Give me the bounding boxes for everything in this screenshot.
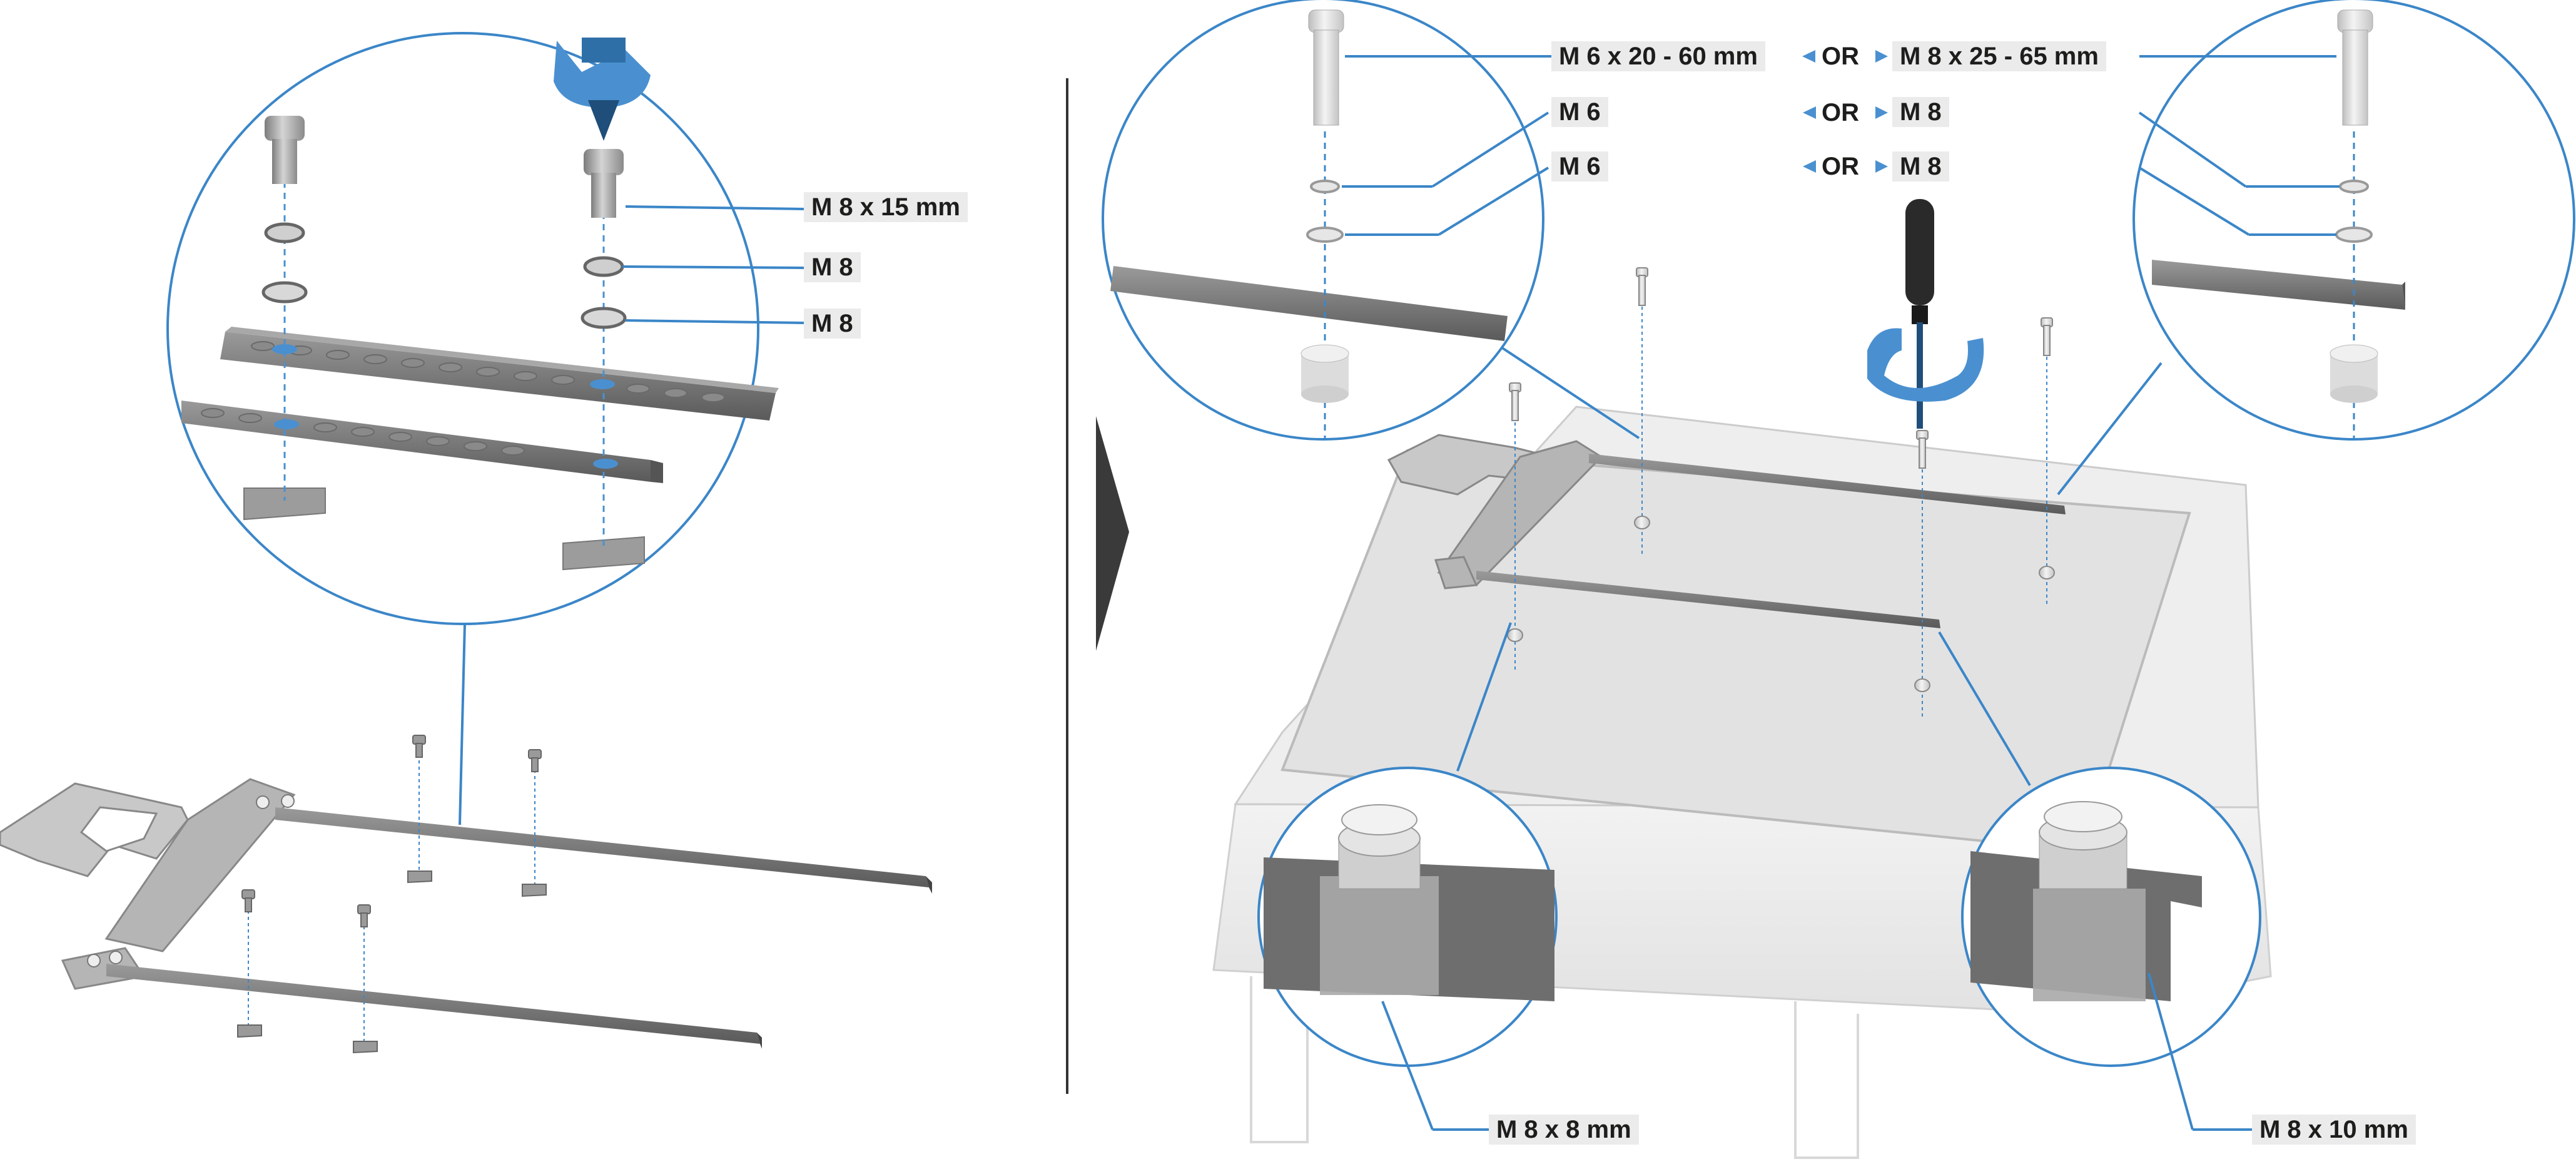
label-left-bolt: M 8 x 15 mm bbox=[804, 192, 968, 222]
washer-right-2 bbox=[581, 307, 627, 329]
screwdriver-icon bbox=[1867, 199, 1984, 429]
bottom-right-detail bbox=[1970, 801, 2202, 1001]
right-panel bbox=[1102, 0, 2575, 1159]
label-right-bolt-a: M 6 x 20 - 60 mm bbox=[1551, 41, 1765, 71]
label-right-washer-b1: M 8 bbox=[1892, 97, 1949, 127]
left-panel bbox=[0, 32, 932, 1054]
rail-detail-lower bbox=[181, 401, 663, 483]
next-step-arrow-icon bbox=[1096, 416, 1129, 651]
bolt-right bbox=[584, 149, 624, 218]
callout-circle-top-right bbox=[2132, 0, 2575, 441]
label-right-washer-b2: M 8 bbox=[1892, 151, 1949, 181]
callout-circle-top bbox=[166, 32, 759, 625]
square-nut-left bbox=[243, 488, 326, 521]
callout-leader bbox=[459, 623, 466, 825]
frame-overview bbox=[0, 778, 932, 1049]
blue-holes bbox=[272, 344, 618, 469]
label-left-washer-2: M 8 bbox=[804, 309, 861, 339]
leader-lines-left bbox=[622, 205, 804, 324]
label-right-washer-a2: M 6 bbox=[1551, 151, 1608, 181]
or-arrows bbox=[1802, 50, 1888, 173]
top-left-detail bbox=[1110, 9, 1508, 438]
label-or-3: OR bbox=[1822, 153, 1859, 180]
leader-lines-right bbox=[1342, 55, 2340, 1131]
label-right-washer-a1: M 6 bbox=[1551, 97, 1608, 127]
rotate-arrow-icon bbox=[554, 38, 651, 141]
washer-right-1 bbox=[583, 256, 624, 277]
label-right-bolt-b: M 8 x 25 - 65 mm bbox=[1892, 41, 2106, 71]
top-right-detail bbox=[2152, 9, 2405, 438]
square-nut-right bbox=[562, 536, 645, 571]
washer-left-1 bbox=[264, 222, 305, 243]
rail-detail-upper bbox=[220, 327, 779, 421]
small-bolt-stacks bbox=[248, 735, 535, 1042]
frame-on-table bbox=[1387, 434, 2066, 628]
label-spacer-right: M 8 x 10 mm bbox=[2252, 1115, 2416, 1145]
label-or-2: OR bbox=[1822, 99, 1859, 126]
label-or-1: OR bbox=[1822, 43, 1859, 70]
label-left-washer-1: M 8 bbox=[804, 252, 861, 282]
rail-holes bbox=[201, 341, 725, 456]
bottom-left-detail bbox=[1264, 804, 1554, 1001]
label-spacer-left: M 8 x 8 mm bbox=[1489, 1115, 1639, 1145]
bolt-left bbox=[265, 116, 305, 184]
table-bolts bbox=[1514, 269, 2047, 720]
small-bolts bbox=[237, 735, 547, 1054]
washer-left-2 bbox=[261, 281, 308, 304]
